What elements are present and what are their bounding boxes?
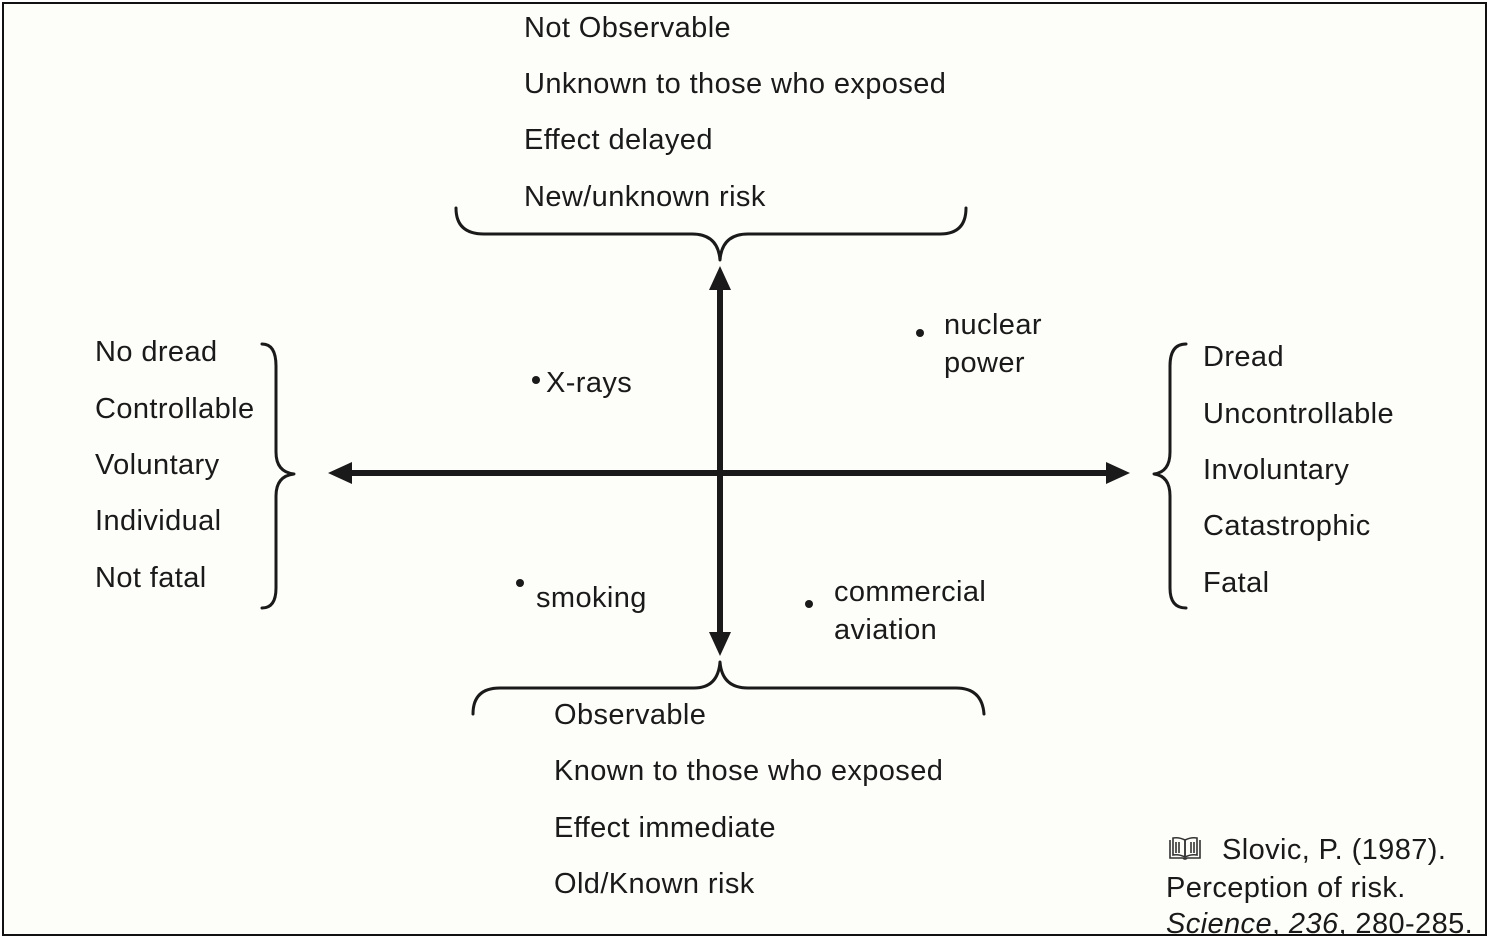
right-label-1: Dread	[1203, 341, 1284, 373]
nuclear-power-point	[916, 329, 924, 337]
left-brace	[260, 342, 296, 610]
right-label-3: Involuntary	[1203, 454, 1350, 486]
arrowhead-left	[328, 462, 352, 484]
bottom-label-3: Effect immediate	[554, 812, 776, 844]
aviation-label-line2: aviation	[834, 614, 938, 646]
arrowhead-down	[709, 632, 731, 656]
bottom-label-4: Old/Known risk	[554, 868, 755, 900]
reference-pages: , 280-285.	[1338, 908, 1474, 936]
top-label-1: Not Observable	[524, 12, 732, 44]
xrays-label: X-rays	[546, 367, 633, 399]
reference-author: Slovic, P. (1987).	[1222, 834, 1447, 866]
right-label-4: Catastrophic	[1203, 510, 1371, 542]
reference-title: Perception of risk.	[1166, 872, 1406, 904]
left-label-5: Not fatal	[95, 562, 207, 594]
arrowhead-right	[1106, 462, 1130, 484]
bottom-brace	[471, 660, 986, 716]
top-label-2: Unknown to those who exposed	[524, 68, 947, 100]
arrowhead-up	[709, 266, 731, 290]
bottom-label-1: Observable	[554, 699, 707, 731]
top-label-3: Effect delayed	[524, 124, 713, 156]
bottom-label-2: Known to those who exposed	[554, 755, 944, 787]
commercial-aviation-point	[805, 600, 813, 608]
top-label-4: New/unknown risk	[524, 181, 766, 213]
top-brace	[454, 206, 968, 262]
right-label-5: Fatal	[1203, 567, 1270, 599]
left-label-4: Individual	[95, 505, 222, 537]
axes-and-braces	[260, 206, 1188, 716]
reference-volume: 236	[1288, 908, 1339, 936]
left-label-2: Controllable	[95, 393, 255, 425]
right-brace	[1152, 342, 1188, 610]
book-icon	[1168, 836, 1202, 867]
reference-citation: Science, 236, 280-285.	[1166, 908, 1474, 936]
reference-sep: ,	[1271, 908, 1289, 936]
left-label-1: No dread	[95, 336, 218, 368]
nuclear-label-line2: power	[944, 347, 1025, 379]
right-label-2: Uncontrollable	[1203, 398, 1394, 430]
smoking-label: smoking	[536, 582, 647, 614]
reference-journal: Science	[1166, 908, 1272, 936]
smoking-point	[516, 579, 524, 587]
xrays-point	[532, 376, 540, 384]
aviation-label-line1: commercial	[834, 576, 987, 608]
left-label-3: Voluntary	[95, 449, 220, 481]
nuclear-label-line1: nuclear	[944, 309, 1042, 341]
